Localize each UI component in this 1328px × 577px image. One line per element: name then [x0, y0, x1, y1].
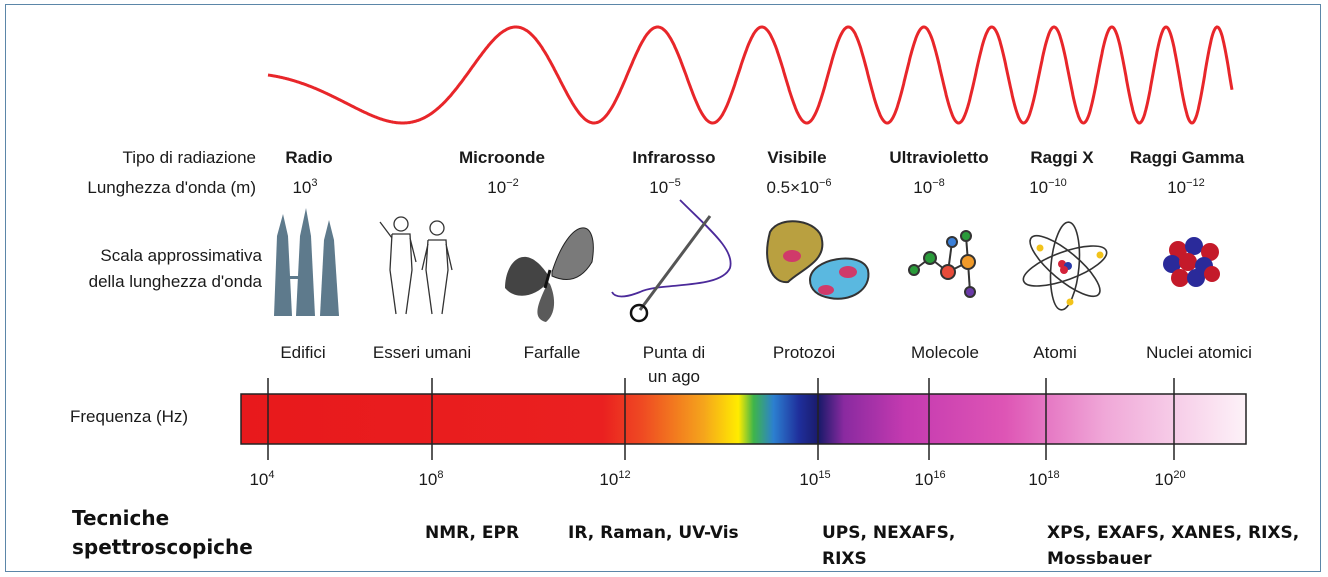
frequency-tick-label: 1012 — [599, 469, 631, 489]
wave-curve — [267, 25, 1234, 125]
technique-nmr-epr: NMR, EPR — [425, 523, 520, 543]
frequency-tick-label: 1018 — [1028, 469, 1060, 489]
technique-rixs: RIXS — [822, 549, 867, 569]
band-name-raggi-gamma: Raggi Gamma — [1129, 148, 1245, 167]
atom-icon — [1022, 221, 1108, 311]
scale-label-nuclei-atomici: Nuclei atomici — [1146, 343, 1252, 362]
row-label-scale-1: Scala approssimativa — [100, 246, 262, 265]
frequency-tick-label: 1020 — [1154, 469, 1186, 489]
row-label-techniques-1: Tecniche — [72, 506, 170, 530]
technique-ups-nexafs: UPS, NEXAFS, — [822, 523, 956, 543]
wavelength-infrarosso: 10−5 — [649, 177, 681, 197]
band-name-ultravioletto: Ultravioletto — [889, 148, 989, 167]
frequency-tick-label: 108 — [418, 469, 444, 489]
scale-label-molecole: Molecole — [910, 343, 980, 362]
row-label-scale-2: della lunghezza d'onda — [88, 272, 262, 291]
needle-icon — [611, 199, 732, 323]
wavelength-visibile: 0.5×10−6 — [766, 177, 832, 197]
wavelength-raggi-gamma: 10−12 — [1167, 177, 1205, 197]
frequency-tick-label: 1015 — [799, 469, 831, 489]
humans-icon — [379, 216, 453, 315]
molecule-icon — [908, 230, 976, 298]
scale-label-esseri-umani: Esseri umani — [372, 343, 472, 362]
frequency-spectrum-bar — [240, 393, 1247, 445]
butterfly-icon — [505, 227, 594, 322]
scale-label-atomi: Atomi — [1033, 343, 1077, 362]
buildings-icon — [274, 208, 339, 316]
scale-label-edifici: Edifici — [280, 343, 326, 362]
wavelength-ultravioletto: 10−8 — [913, 177, 945, 197]
figure-frame — [5, 4, 1321, 572]
band-name-radio: Radio — [285, 148, 333, 167]
row-label-wavelength: Lunghezza d'onda (m) — [87, 178, 256, 197]
row-label-frequency: Frequenza (Hz) — [70, 407, 189, 426]
wavelength-radio: 103 — [292, 177, 318, 197]
scale-label-protozoi: Protozoi — [772, 343, 836, 362]
technique-ir-raman-uvvis: IR, Raman, UV-Vis — [568, 523, 739, 543]
technique-xps-exafs: XPS, EXAFS, XANES, RIXS, — [1047, 523, 1300, 543]
scale-label-farfalle: Farfalle — [523, 343, 581, 362]
scale-label-un-ago: un ago — [648, 367, 700, 386]
frequency-tick-lines — [267, 378, 1175, 460]
nucleus-icon — [1163, 237, 1220, 287]
wavelength-microonde: 10−2 — [487, 177, 519, 197]
wavelength-raggi-x: 10−10 — [1029, 177, 1067, 197]
band-name-raggi-x: Raggi X — [1030, 148, 1094, 167]
technique-mossbauer: Mossbauer — [1047, 549, 1152, 569]
scale-label-punta-di: Punta di — [642, 343, 706, 362]
row-label-radiation-type: Tipo di radiazione — [122, 148, 256, 167]
band-name-infrarosso: Infrarosso — [632, 148, 716, 167]
frequency-tick-label: 104 — [249, 469, 275, 489]
protozoa-icon — [766, 220, 870, 300]
band-name-microonde: Microonde — [459, 148, 545, 167]
frequency-tick-label: 1016 — [914, 469, 946, 489]
row-label-techniques-2: spettroscopiche — [72, 535, 253, 559]
band-name-visibile: Visibile — [767, 148, 827, 167]
